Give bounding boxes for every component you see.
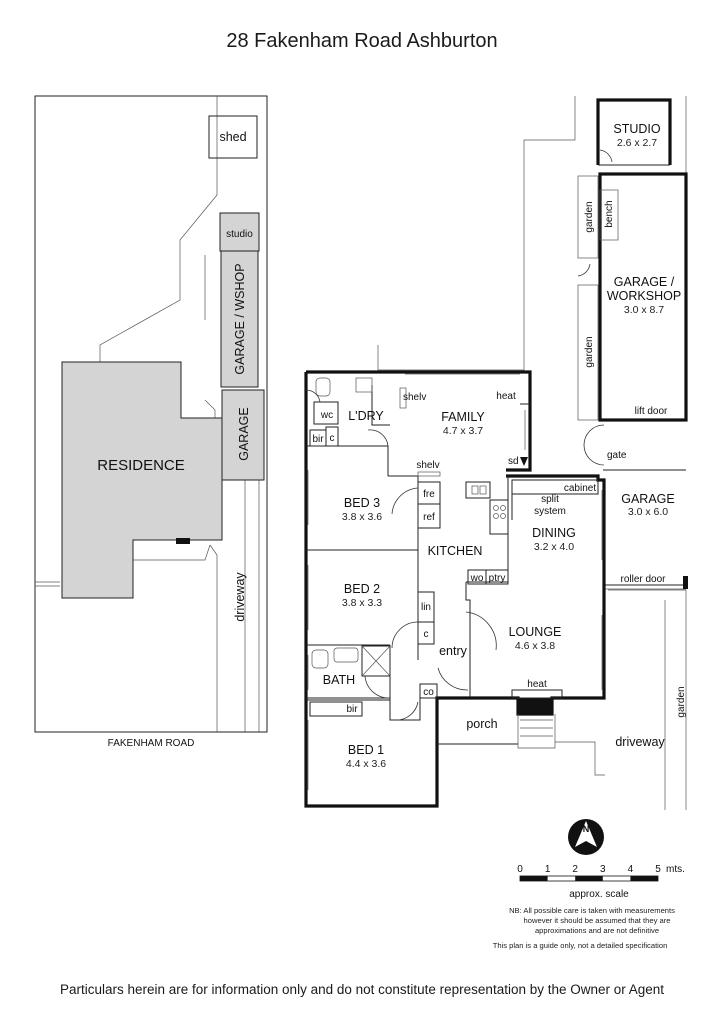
page-title: 28 Fakenham Road Ashburton [226,30,498,52]
site-street-label: FAKENHAM ROAD [108,738,195,749]
fre-label: fre [423,489,435,500]
lift-door-label: lift door [635,406,668,417]
garage-workshop-label-1: GARAGE / [614,275,675,289]
nb-line-3: approximations and are not definitive [535,926,659,935]
heat-top-label: heat [496,391,516,402]
driveway-label: driveway [615,735,665,749]
site-boundary [34,95,268,733]
bir-bottom-label: bir [346,704,358,715]
laundry-label: L'DRY [348,409,384,423]
studio-label: STUDIO [613,122,661,136]
dining-label: DINING [532,526,576,540]
site-studio [219,212,260,252]
kitchen-label: KITCHEN [428,544,483,558]
wo-label: wo [470,573,484,584]
split-system-label-2: system [534,506,566,517]
house-exterior-wall [304,372,470,808]
scale-tick-3: 3 [600,864,606,875]
bed1-label: BED 1 [348,743,384,757]
gate-label: gate [607,450,627,461]
site-residence [61,361,223,599]
c-mid-label: c [424,629,429,640]
shelv-mid-label: shelv [416,460,439,471]
site-shed [208,115,258,159]
scale-unit: mts. [666,864,685,875]
bed2-label: BED 2 [344,582,380,596]
floor-plan: STUDIO 2.6 x 2.7 garden bench GARAGE / W… [304,96,688,810]
ptry-label: ptry [489,573,506,584]
dining-dim: 3.2 x 4.0 [534,541,574,553]
c-top-label: c [330,433,335,444]
wc-label: wc [320,410,333,421]
garden-top [577,175,599,259]
nb-line-2: however it should be assumed that they a… [524,916,671,925]
scale-tick-4: 4 [628,864,634,875]
bath-label: BATH [323,673,355,687]
entry-label: entry [439,644,468,658]
nb-line-1: NB: All possible care is taken with meas… [509,906,675,915]
garden-mid [577,284,599,421]
split-system-label-1: split [541,494,559,505]
scale-tick-1: 1 [545,864,551,875]
scale-tick-2: 2 [572,864,578,875]
garden-right-label: garden [676,686,687,717]
bed3-label: BED 3 [344,496,380,510]
heat-bottom-label: heat [527,679,547,690]
site-plan: shed studio GARAGE / WSHOP GARAGE RESIDE… [34,95,268,749]
room-garage-workshop: bench GARAGE / WORKSHOP 3.0 x 8.7 lift d… [577,172,688,422]
co-label: co [423,687,434,698]
scale-bar: 0 1 2 3 4 5 mts. approx. scale [517,864,685,900]
scale-label: approx. scale [569,889,629,900]
garage-workshop-label-2: WORKSHOP [607,289,681,303]
site-driveway-label: driveway [233,572,247,622]
garden-top-label: garden [584,201,595,232]
site-studio-label: studio [226,229,253,240]
bed3-dim: 3.8 x 3.6 [342,511,382,523]
site-residence-label: RESIDENCE [97,457,185,474]
cabinet-label: cabinet [564,483,596,494]
site-shed-label: shed [219,130,246,144]
shelv-top-label: shelv [403,392,426,403]
north-label: N [583,824,590,834]
bed1-dim: 4.4 x 3.6 [346,758,386,770]
lin-label: lin [421,602,431,613]
roller-door-label: roller door [620,574,666,585]
ref-label: ref [423,512,435,523]
studio-dim: 2.6 x 2.7 [617,137,657,149]
room-studio: STUDIO 2.6 x 2.7 [596,98,672,166]
garage-label: GARAGE [621,492,675,506]
site-garage-wshop [220,250,259,388]
family-dim: 4.7 x 3.7 [443,425,483,437]
garage-dim: 3.0 x 6.0 [628,506,668,518]
garage-workshop-dim: 3.0 x 8.7 [624,304,664,316]
north-compass: N [568,819,604,855]
disclaimer-notes: NB: All possible care is taken with meas… [493,906,675,950]
scale-tick-0: 0 [517,864,523,875]
sd-label: sd [508,456,519,467]
bir-top-label: bir [312,434,324,445]
bed2-dim: 3.8 x 3.3 [342,597,382,609]
guide-note: This plan is a guide only, not a detaile… [493,941,668,950]
scale-tick-5: 5 [655,864,661,875]
family-label: FAMILY [441,410,485,424]
room-garage: GARAGE 3.0 x 6.0 roller door [603,469,688,590]
footer-disclaimer: Particulars herein are for information o… [59,982,665,997]
site-garage-label: GARAGE [237,407,251,461]
bench-label: bench [604,200,615,227]
lounge-label: LOUNGE [509,625,562,639]
site-garage-wshop-label: GARAGE / WSHOP [233,263,247,374]
lounge-dim: 4.6 x 3.8 [515,640,555,652]
porch-label: porch [466,717,497,731]
garden-mid-label: garden [584,336,595,367]
